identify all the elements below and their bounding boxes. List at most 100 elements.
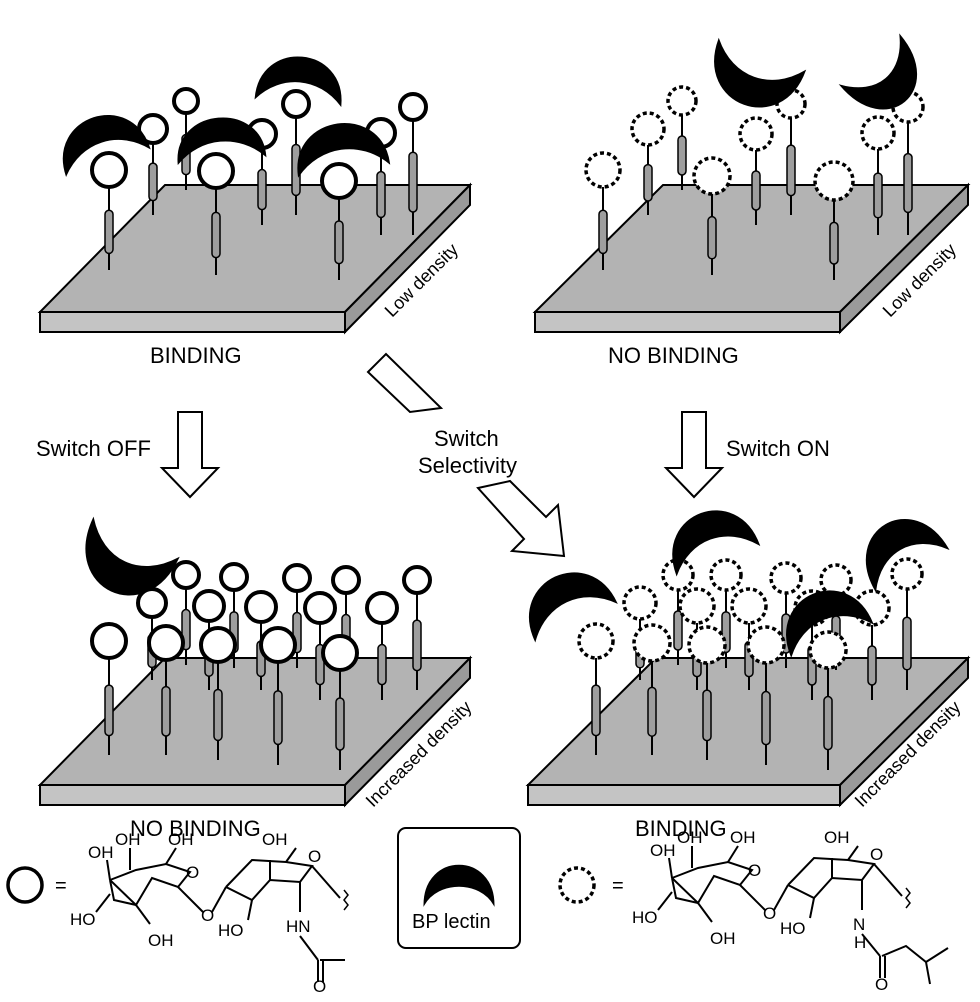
linker-segment bbox=[273, 690, 283, 746]
panel-top-left: Low density BINDING bbox=[37, 56, 473, 368]
dashed-ligand bbox=[584, 151, 622, 270]
linker-segment bbox=[786, 144, 796, 197]
solid-ligand-circle-icon bbox=[147, 624, 185, 662]
dashed-ligand bbox=[577, 622, 615, 755]
legend-dashed-ligand: = OH OH OH HO OH O bbox=[558, 828, 949, 994]
chem-o: O bbox=[186, 863, 199, 882]
dashed-ligand-circle-icon bbox=[678, 587, 716, 625]
panel-caption: BINDING bbox=[635, 816, 727, 841]
linker-segment bbox=[591, 684, 601, 737]
dashed-ligand bbox=[630, 111, 666, 215]
switch-selectivity-arrow: Switch Selectivity bbox=[366, 352, 566, 558]
dashed-ligand-circle-icon bbox=[769, 561, 803, 595]
linker-segment bbox=[647, 686, 657, 737]
switch-on-label: Switch ON bbox=[726, 436, 830, 461]
solid-ligand bbox=[219, 562, 249, 668]
lectin-icon bbox=[423, 864, 495, 907]
dashed-ligand bbox=[738, 116, 774, 225]
solid-ligand-circle-icon bbox=[172, 87, 200, 115]
dashed-ligand-circle-icon bbox=[632, 623, 672, 663]
chem-hn: HN bbox=[286, 917, 311, 936]
linker-segment bbox=[148, 162, 158, 202]
solid-ligand bbox=[244, 590, 278, 690]
chem-oh: OH bbox=[168, 830, 194, 849]
ligand-group bbox=[63, 56, 428, 280]
solid-ligand-circle-icon bbox=[331, 565, 361, 595]
solid-ligand-circle-icon bbox=[402, 565, 432, 595]
linker-segment bbox=[412, 619, 422, 672]
chem-n: N bbox=[853, 915, 865, 934]
solid-ligand-circle-icon bbox=[90, 622, 128, 660]
solid-ligand-circle-icon bbox=[259, 626, 297, 664]
panel-caption: NO BINDING bbox=[608, 343, 739, 368]
linker-segment bbox=[673, 610, 683, 651]
solid-ligand bbox=[147, 624, 185, 755]
switch-selectivity-label-2: Selectivity bbox=[418, 453, 517, 478]
linker-segment bbox=[867, 645, 877, 686]
solid-ligand-circle-icon bbox=[171, 560, 201, 590]
chem-o: O bbox=[313, 977, 326, 996]
dashed-ligand bbox=[746, 625, 786, 765]
lectin-icon bbox=[529, 572, 618, 643]
legend-lectin-box: BP lectin bbox=[397, 827, 521, 949]
dashed-ligand bbox=[632, 623, 672, 755]
chem-h: H bbox=[854, 933, 866, 952]
solid-ligand-circle-icon bbox=[282, 563, 312, 593]
linker-segment bbox=[335, 697, 345, 751]
solid-ligand bbox=[365, 591, 399, 700]
chem-o: O bbox=[308, 847, 321, 866]
dashed-ligand-circle-icon bbox=[692, 156, 732, 196]
solid-ligand-circle-icon bbox=[320, 162, 358, 200]
dashed-ligand-circle-icon bbox=[709, 558, 743, 592]
switch-off-label: Switch OFF bbox=[36, 436, 151, 461]
solid-ligand bbox=[90, 622, 128, 755]
chem-ho: HO bbox=[632, 908, 658, 927]
solid-ligand-circle-icon bbox=[244, 590, 278, 624]
dashed-ligand-circle-icon bbox=[860, 115, 896, 151]
surface-plate bbox=[37, 655, 473, 808]
solid-ligand bbox=[259, 626, 297, 765]
chem-oh: OH bbox=[710, 929, 736, 948]
linker-segment bbox=[104, 684, 114, 737]
derivative-structure bbox=[657, 845, 949, 985]
linker-segment bbox=[334, 220, 344, 265]
dashed-ligand bbox=[692, 156, 732, 275]
dashed-ligand-circle-icon bbox=[730, 587, 768, 625]
switch-off-arrow: Switch OFF bbox=[36, 411, 221, 499]
dashed-ligand-circle-icon bbox=[819, 563, 853, 597]
dashed-ligand bbox=[813, 160, 855, 280]
legend-solid-ligand: = OH OH OH HO OH O O bbox=[6, 830, 349, 996]
panel-top-right: Low density NO BINDING bbox=[532, 33, 971, 368]
solid-ligand-circle-icon bbox=[398, 92, 428, 122]
lectin-icon bbox=[177, 117, 267, 166]
chem-oh: OH bbox=[88, 843, 114, 862]
dashed-ligand bbox=[666, 85, 698, 190]
panel-caption: NO BINDING bbox=[130, 816, 261, 841]
solid-ligand-circle-icon bbox=[321, 634, 359, 672]
solid-ligand bbox=[282, 563, 312, 668]
chem-oh: OH bbox=[730, 828, 756, 847]
dashed-ligand bbox=[709, 558, 743, 668]
chem-o: O bbox=[870, 845, 883, 864]
equals-sign: = bbox=[55, 875, 67, 897]
lectin-icon bbox=[672, 510, 761, 577]
dashed-ligand-circle-icon bbox=[738, 116, 774, 152]
chem-o: O bbox=[763, 904, 776, 923]
linker-segment bbox=[598, 209, 608, 255]
dashed-ligand-circle-icon bbox=[746, 625, 786, 665]
linker-segment bbox=[161, 685, 171, 737]
solid-ligand bbox=[199, 626, 237, 760]
dashed-ligand-circle-icon bbox=[808, 630, 848, 670]
solid-ligand bbox=[398, 92, 428, 235]
ligand-group bbox=[529, 510, 950, 770]
chem-oh: OH bbox=[115, 830, 141, 849]
lectin-icon bbox=[63, 115, 151, 178]
dashed-ligand-circle-icon bbox=[687, 625, 727, 665]
solid-ligand bbox=[320, 162, 358, 280]
linker-segment bbox=[408, 151, 418, 213]
linker-segment bbox=[377, 643, 387, 686]
dashed-ligand-circle-icon bbox=[577, 622, 615, 660]
dashed-ligand-circle-icon bbox=[890, 557, 924, 591]
